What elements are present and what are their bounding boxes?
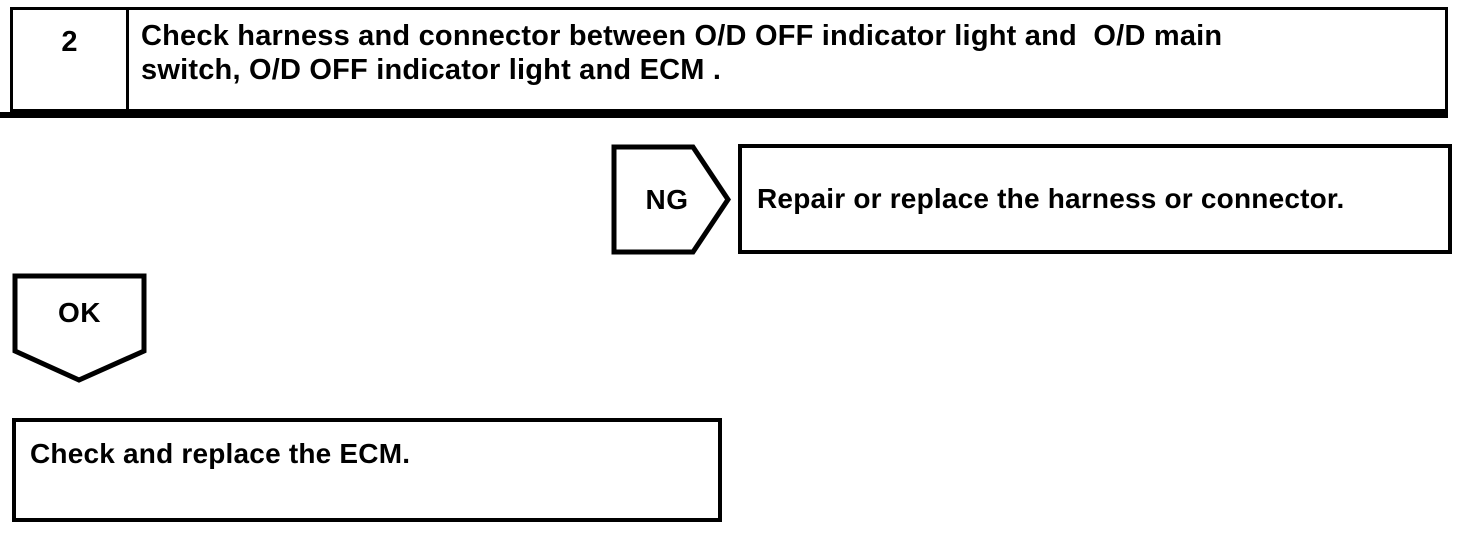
ok-connector: OK bbox=[12, 273, 147, 383]
ng-label: NG bbox=[645, 183, 689, 215]
step-box: 2 Check harness and connector between O/… bbox=[10, 7, 1448, 112]
ng-connector: NG bbox=[611, 144, 731, 255]
step-number: 2 bbox=[61, 26, 78, 58]
ok-action-text: Check and replace the ECM. bbox=[30, 438, 411, 469]
ok-label: OK bbox=[58, 297, 101, 328]
ng-action-box: Repair or replace the harness or connect… bbox=[738, 144, 1452, 254]
ok-action-box: Check and replace the ECM. bbox=[12, 418, 722, 522]
step-number-cell: 2 bbox=[13, 10, 129, 109]
ok-pentagon-icon bbox=[12, 273, 147, 383]
step-instruction: Check harness and connector between O/D … bbox=[141, 20, 1223, 86]
section-divider-line bbox=[0, 112, 1448, 118]
ng-pentagon-icon bbox=[611, 144, 731, 255]
ng-action-text: Repair or replace the harness or connect… bbox=[757, 183, 1345, 214]
